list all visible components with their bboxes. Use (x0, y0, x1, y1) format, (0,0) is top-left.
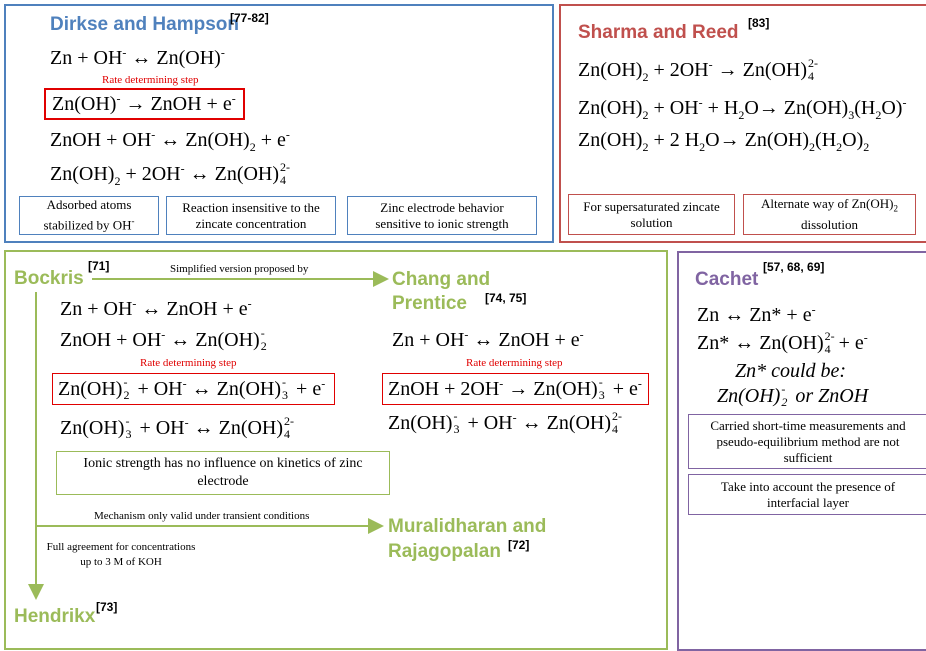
bockris-rds-label: Rate determining step (140, 357, 237, 369)
bockris-eq-3: Zn(OH)-2 + OH- ↔ Zn(OH)-3 + e- (58, 375, 326, 403)
cachet-ref: [57, 68, 69] (763, 260, 825, 274)
sharma-eq-3: Zn(OH)2 + 2 H2O→ Zn(OH)2(H2O)2 (578, 129, 870, 154)
chang-prentice-title-2: Prentice (392, 293, 467, 314)
bockris-eq-2: ZnOH + OH- ↔ Zn(OH)-2 (60, 326, 267, 354)
muralidharan-title-2: Rajagopalan (388, 541, 501, 562)
bockris-eq-1: Zn + OH- ↔ ZnOH + e- (60, 296, 252, 320)
chang-prentice-title-1: Chang and (392, 269, 491, 290)
dirkse-rds-label: Rate determining step (102, 74, 199, 86)
bockris-ref: [71] (88, 259, 110, 273)
dirkse-eq-1: Zn + OH- ↔ Zn(OH)- (50, 45, 225, 69)
cachet-note-measurements: Carried short-time measurements and pseu… (688, 414, 926, 469)
chang-rds-highlight (382, 373, 649, 405)
sharma-eq-2: Zn(OH)2 + OH- + H2O→ Zn(OH)3(H2O)- (578, 95, 907, 122)
chang-rds-label: Rate determining step (466, 357, 563, 369)
chang-eq-3: Zn(OH)-3 + OH- ↔ Zn(OH)2-4 (388, 409, 623, 437)
dirkse-hampson-title: Dirkse and Hampson (50, 14, 239, 35)
bockris-down-label: Full agreement for concentrations up to … (46, 541, 196, 568)
bockris-title: Bockris (14, 268, 84, 289)
cachet-eq-1: Zn ↔ Zn* + e- (697, 302, 816, 326)
muralidharan-title-1: Muralidharan and (388, 516, 547, 537)
sharma-reed-title: Sharma and Reed (578, 22, 739, 43)
sharma-note-supersaturated: For supersaturated zincate solution (568, 194, 735, 235)
bockris-rds-highlight (52, 373, 335, 405)
sharma-eq-1: Zn(OH)2 + 2OH- → Zn(OH)2-4 (578, 56, 819, 84)
muralidharan-ref: [72] (508, 538, 530, 552)
dirkse-eq-3: ZnOH + OH- ↔ Zn(OH)2 + e- (50, 127, 290, 154)
dirkse-hampson-panel (4, 4, 554, 243)
sharma-reed-panel (559, 4, 926, 243)
bockris-arrow2-label: Mechanism only valid under transient con… (94, 510, 310, 522)
dirkse-eq-4: Zn(OH)2 + 2OH- ↔ Zn(OH)2-4 (50, 160, 291, 188)
hendrikx-title: Hendrikx (14, 606, 96, 627)
chang-eq-1: Zn + OH- ↔ ZnOH + e- (392, 327, 584, 351)
chang-prentice-ref: [74, 75] (485, 291, 527, 305)
cachet-eq-2: Zn* ↔ Zn(OH)2-4 + e- (697, 329, 868, 357)
cachet-could-be-2: Zn(OH)-2 or ZnOH (717, 382, 869, 410)
cachet-note-interfacial: Take into account the presence of interf… (688, 474, 926, 515)
dirkse-rds-highlight (44, 88, 245, 120)
chang-eq-2: ZnOH + 2OH- → Zn(OH)-3 + e- (388, 375, 642, 403)
bockris-arrow-label: Simplified version proposed by (170, 263, 309, 275)
dirkse-note-zincate: Reaction insensitive to the zincate conc… (166, 196, 336, 235)
dirkse-note-ionic: Zinc electrode behavior sensitive to ion… (347, 196, 537, 235)
dirkse-hampson-ref: [77-82] (230, 11, 269, 25)
cachet-could-be-1: Zn* could be: (735, 360, 847, 382)
dirkse-eq-2: Zn(OH)- → ZnOH + e- (52, 91, 236, 115)
bockris-eq-4: Zn(OH)-3 + OH- ↔ Zn(OH)2-4 (60, 414, 295, 442)
bockris-note-ionic: Ionic strength has no influence on kinet… (56, 451, 390, 495)
hendrikx-ref: [73] (96, 600, 118, 614)
sharma-reed-ref: [83] (748, 16, 770, 30)
cachet-title: Cachet (695, 269, 759, 290)
